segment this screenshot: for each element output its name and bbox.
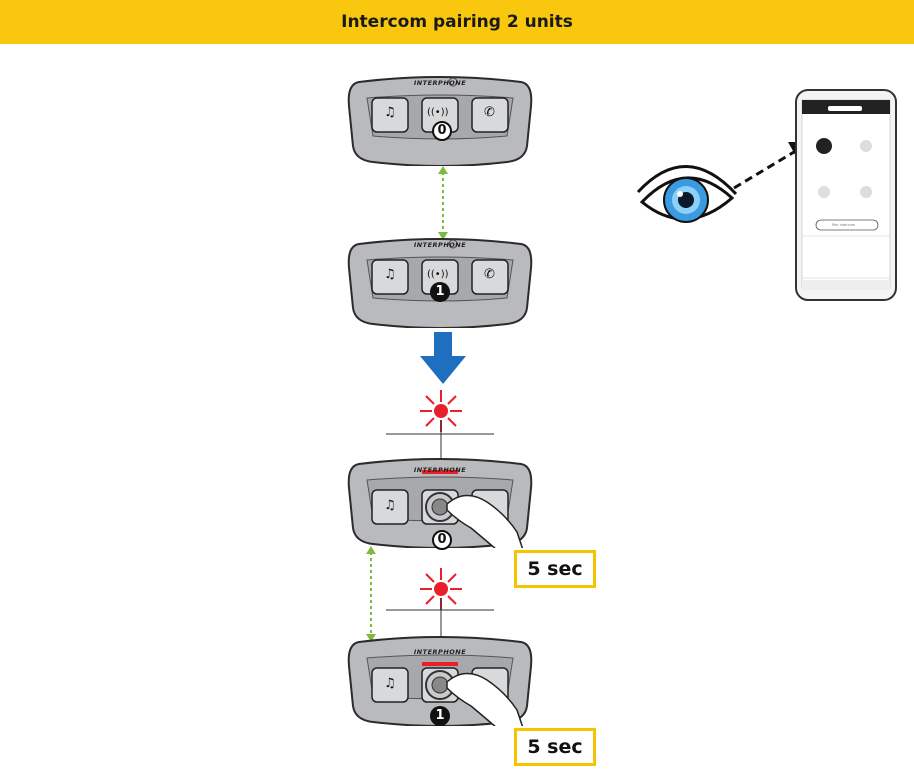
pairing-line-top	[438, 166, 448, 240]
brand-logo: INTERPHONE	[413, 466, 467, 474]
intercom-unit-0-press: INTERPHONE ♫ 0	[347, 458, 533, 550]
unit-badge: 0	[432, 530, 452, 550]
intercom-icon: ((•))	[427, 107, 449, 118]
unit-badge: 1	[430, 706, 450, 726]
unit-badge: 1	[430, 282, 450, 302]
music-icon: ♫	[384, 676, 396, 691]
page-title: Intercom pairing 2 units	[341, 12, 573, 32]
smartphone-app-screen: Pair intercom	[794, 88, 898, 302]
intercom-icon: ((•))	[427, 269, 449, 280]
music-icon: ♫	[384, 267, 396, 282]
music-icon: ♫	[384, 498, 396, 513]
brand-logo: INTERPHONE	[413, 79, 467, 87]
header-bar: Intercom pairing 2 units	[0, 0, 914, 44]
timer-label: 5 sec	[514, 550, 596, 588]
down-arrow-icon	[420, 332, 466, 384]
brand-logo: INTERPHONE	[413, 648, 467, 656]
phone-pair-button: Pair intercom	[832, 223, 856, 227]
music-icon: ♫	[384, 105, 396, 120]
unit-badge: 0	[432, 121, 452, 141]
phone-icon: ✆	[484, 105, 495, 120]
pairing-line-bottom	[366, 546, 376, 642]
timer-label: 5 sec	[514, 728, 596, 766]
intercom-unit-1-top: INTERPHONE ♫ ((•)) ✆ 1	[347, 238, 533, 328]
phone-icon: ✆	[484, 267, 495, 282]
brand-logo: INTERPHONE	[413, 241, 467, 249]
intercom-unit-1-press: INTERPHONE ♫ 1	[347, 636, 533, 726]
intercom-unit-0-top: INTERPHONE ♫ ((•)) ✆ 0	[347, 76, 533, 166]
eye-icon	[636, 142, 808, 223]
